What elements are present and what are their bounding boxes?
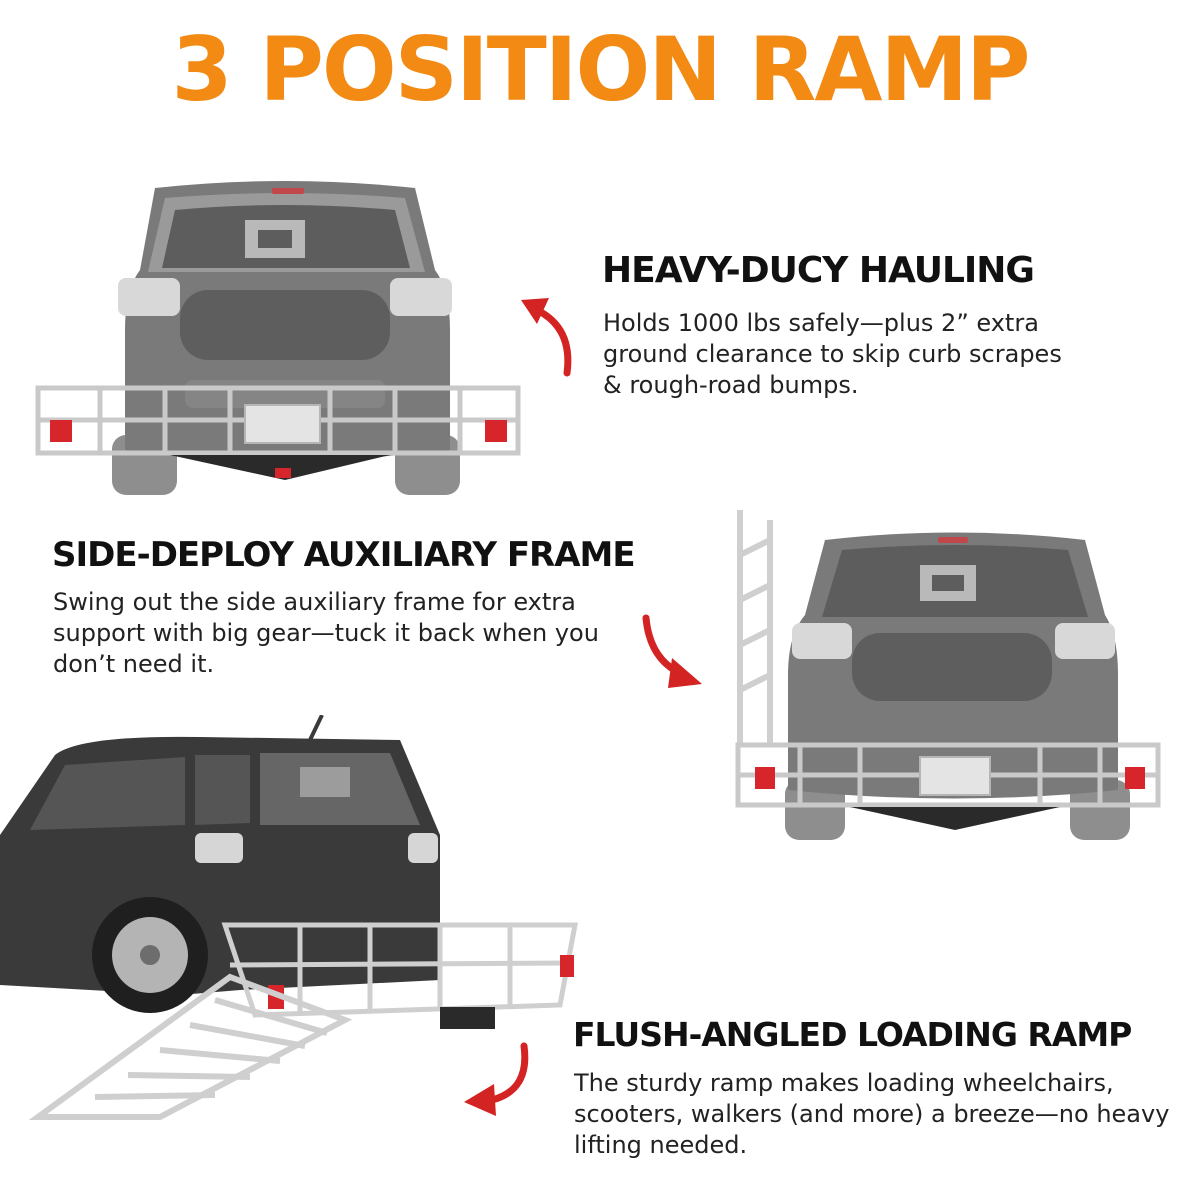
suv-rear-carrier-illustration: [35, 181, 521, 495]
suv-loading-ramp-illustration: [0, 715, 579, 1120]
desc-side-deploy-frame: Swing out the side auxiliary frame for e…: [53, 588, 599, 678]
page-title: 3 POSITION RAMP: [171, 18, 1030, 121]
desc-loading-ramp: The sturdy ramp makes loading wheelchair…: [574, 1069, 1170, 1159]
suv-side-frame-illustration: [735, 510, 1161, 840]
heading-side-deploy-frame: SIDE-DEPLOY AUXILIARY FRAME: [52, 535, 636, 575]
desc-heavy-duty-hauling: Holds 1000 lbs safely—plus 2” extra grou…: [603, 309, 1062, 399]
curved-arrow-icon: [521, 298, 572, 377]
heading-heavy-duty-hauling: HEAVY-DUCY HAULING: [602, 250, 1035, 291]
heading-loading-ramp: FLUSH-ANGLED LOADING RAMP: [573, 1015, 1132, 1054]
curved-arrow-icon: [642, 614, 702, 688]
curved-arrow-icon: [464, 1042, 529, 1116]
